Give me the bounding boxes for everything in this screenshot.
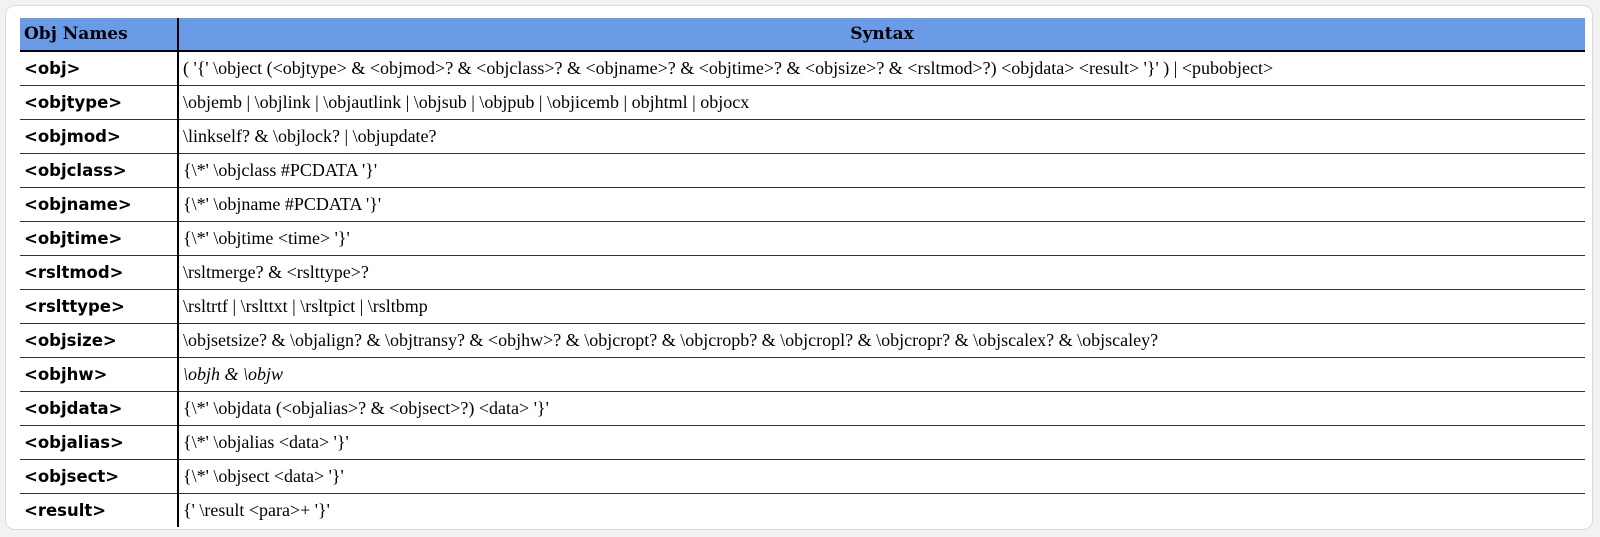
obj-name-cell: <objname> bbox=[20, 187, 179, 222]
table-card: Obj Names Syntax <obj> ( '{' \object (<o… bbox=[5, 5, 1593, 530]
table-row: <objmod> \linkself? & \objlock? | \objup… bbox=[20, 119, 1585, 154]
obj-name-cell: <objhw> bbox=[20, 357, 179, 392]
syntax-cell: {\*' \objname #PCDATA '}' bbox=[178, 187, 1585, 222]
syntax-cell: {' \result <para>+ '}' bbox=[183, 500, 330, 520]
table-row: <objdata> {\*' \objdata (<objalias>? & <… bbox=[20, 391, 1585, 426]
obj-name-cell: <objsect> bbox=[20, 459, 179, 494]
table-header-row: Obj Names Syntax bbox=[20, 18, 1585, 52]
table-row: <objclass> {\*' \objclass #PCDATA '}' bbox=[20, 153, 1585, 188]
column-header-syntax: Syntax bbox=[178, 18, 1585, 52]
obj-name-cell: <objalias> bbox=[20, 425, 179, 460]
obj-name-cell: <objtime> bbox=[20, 221, 179, 256]
obj-name-cell: <objsize> bbox=[20, 323, 179, 358]
obj-name-cell: <obj> bbox=[20, 51, 179, 86]
syntax-cell: {\*' \objdata (<objalias>? & <objsect>?)… bbox=[178, 391, 1585, 426]
table-row: <objsize> \objsetsize? & \objalign? & \o… bbox=[20, 323, 1585, 358]
column-header-obj-names: Obj Names bbox=[20, 18, 179, 52]
syntax-cell: {\*' \objalias <data> '}' bbox=[178, 425, 1585, 460]
obj-name-cell: <objtype> bbox=[20, 85, 179, 120]
syntax-cell: ( '{' \object (<objtype> & <objmod>? & <… bbox=[178, 51, 1585, 86]
table-row: <rsltmod> \rsltmerge? & <rslttype>? bbox=[20, 255, 1585, 290]
syntax-cell: {\*' \objclass #PCDATA '}' bbox=[178, 153, 1585, 188]
syntax-cell: \objsetsize? & \objalign? & \objtransy? … bbox=[178, 323, 1585, 358]
syntax-cell: {\*' \objsect <data> '}' bbox=[178, 459, 1585, 494]
obj-name-cell: <result> bbox=[20, 493, 179, 527]
obj-name-cell: <objmod> bbox=[20, 119, 179, 154]
syntax-cell: \linkself? & \objlock? | \objupdate? bbox=[178, 119, 1585, 154]
table-row: <objsect> {\*' \objsect <data> '}' bbox=[20, 459, 1585, 494]
syntax-cell: \rsltmerge? & <rslttype>? bbox=[178, 255, 1585, 290]
table-row: <objhw> \objh & \objw bbox=[20, 357, 1585, 392]
obj-name-cell: <rslttype> bbox=[20, 289, 179, 324]
table-row: <objname> {\*' \objname #PCDATA '}' bbox=[20, 187, 1585, 222]
syntax-cell: \objh & \objw bbox=[178, 357, 1585, 392]
table-row: <objalias> {\*' \objalias <data> '}' bbox=[20, 425, 1585, 460]
table-row: <rslttype> \rsltrtf | \rslttxt | \rsltpi… bbox=[20, 289, 1585, 324]
syntax-cell: \objemb | \objlink | \objautlink | \objs… bbox=[178, 85, 1585, 120]
obj-name-cell: <objclass> bbox=[20, 153, 179, 188]
syntax-cell: {\*' \objtime <time> '}' bbox=[178, 221, 1585, 256]
obj-name-cell: <rsltmod> bbox=[20, 255, 179, 290]
table-row: <objtype> \objemb | \objlink | \objautli… bbox=[20, 85, 1585, 120]
syntax-cell: \rsltrtf | \rslttxt | \rsltpict | \rsltb… bbox=[178, 289, 1585, 324]
syntax-table: Obj Names Syntax <obj> ( '{' \object (<o… bbox=[20, 18, 1585, 527]
table-row: <obj> ( '{' \object (<objtype> & <objmod… bbox=[20, 51, 1585, 86]
table-row: <result> {' \result <para>+ '}' bbox=[20, 493, 1585, 527]
table-row: <objtime> {\*' \objtime <time> '}' bbox=[20, 221, 1585, 256]
obj-name-cell: <objdata> bbox=[20, 391, 179, 426]
